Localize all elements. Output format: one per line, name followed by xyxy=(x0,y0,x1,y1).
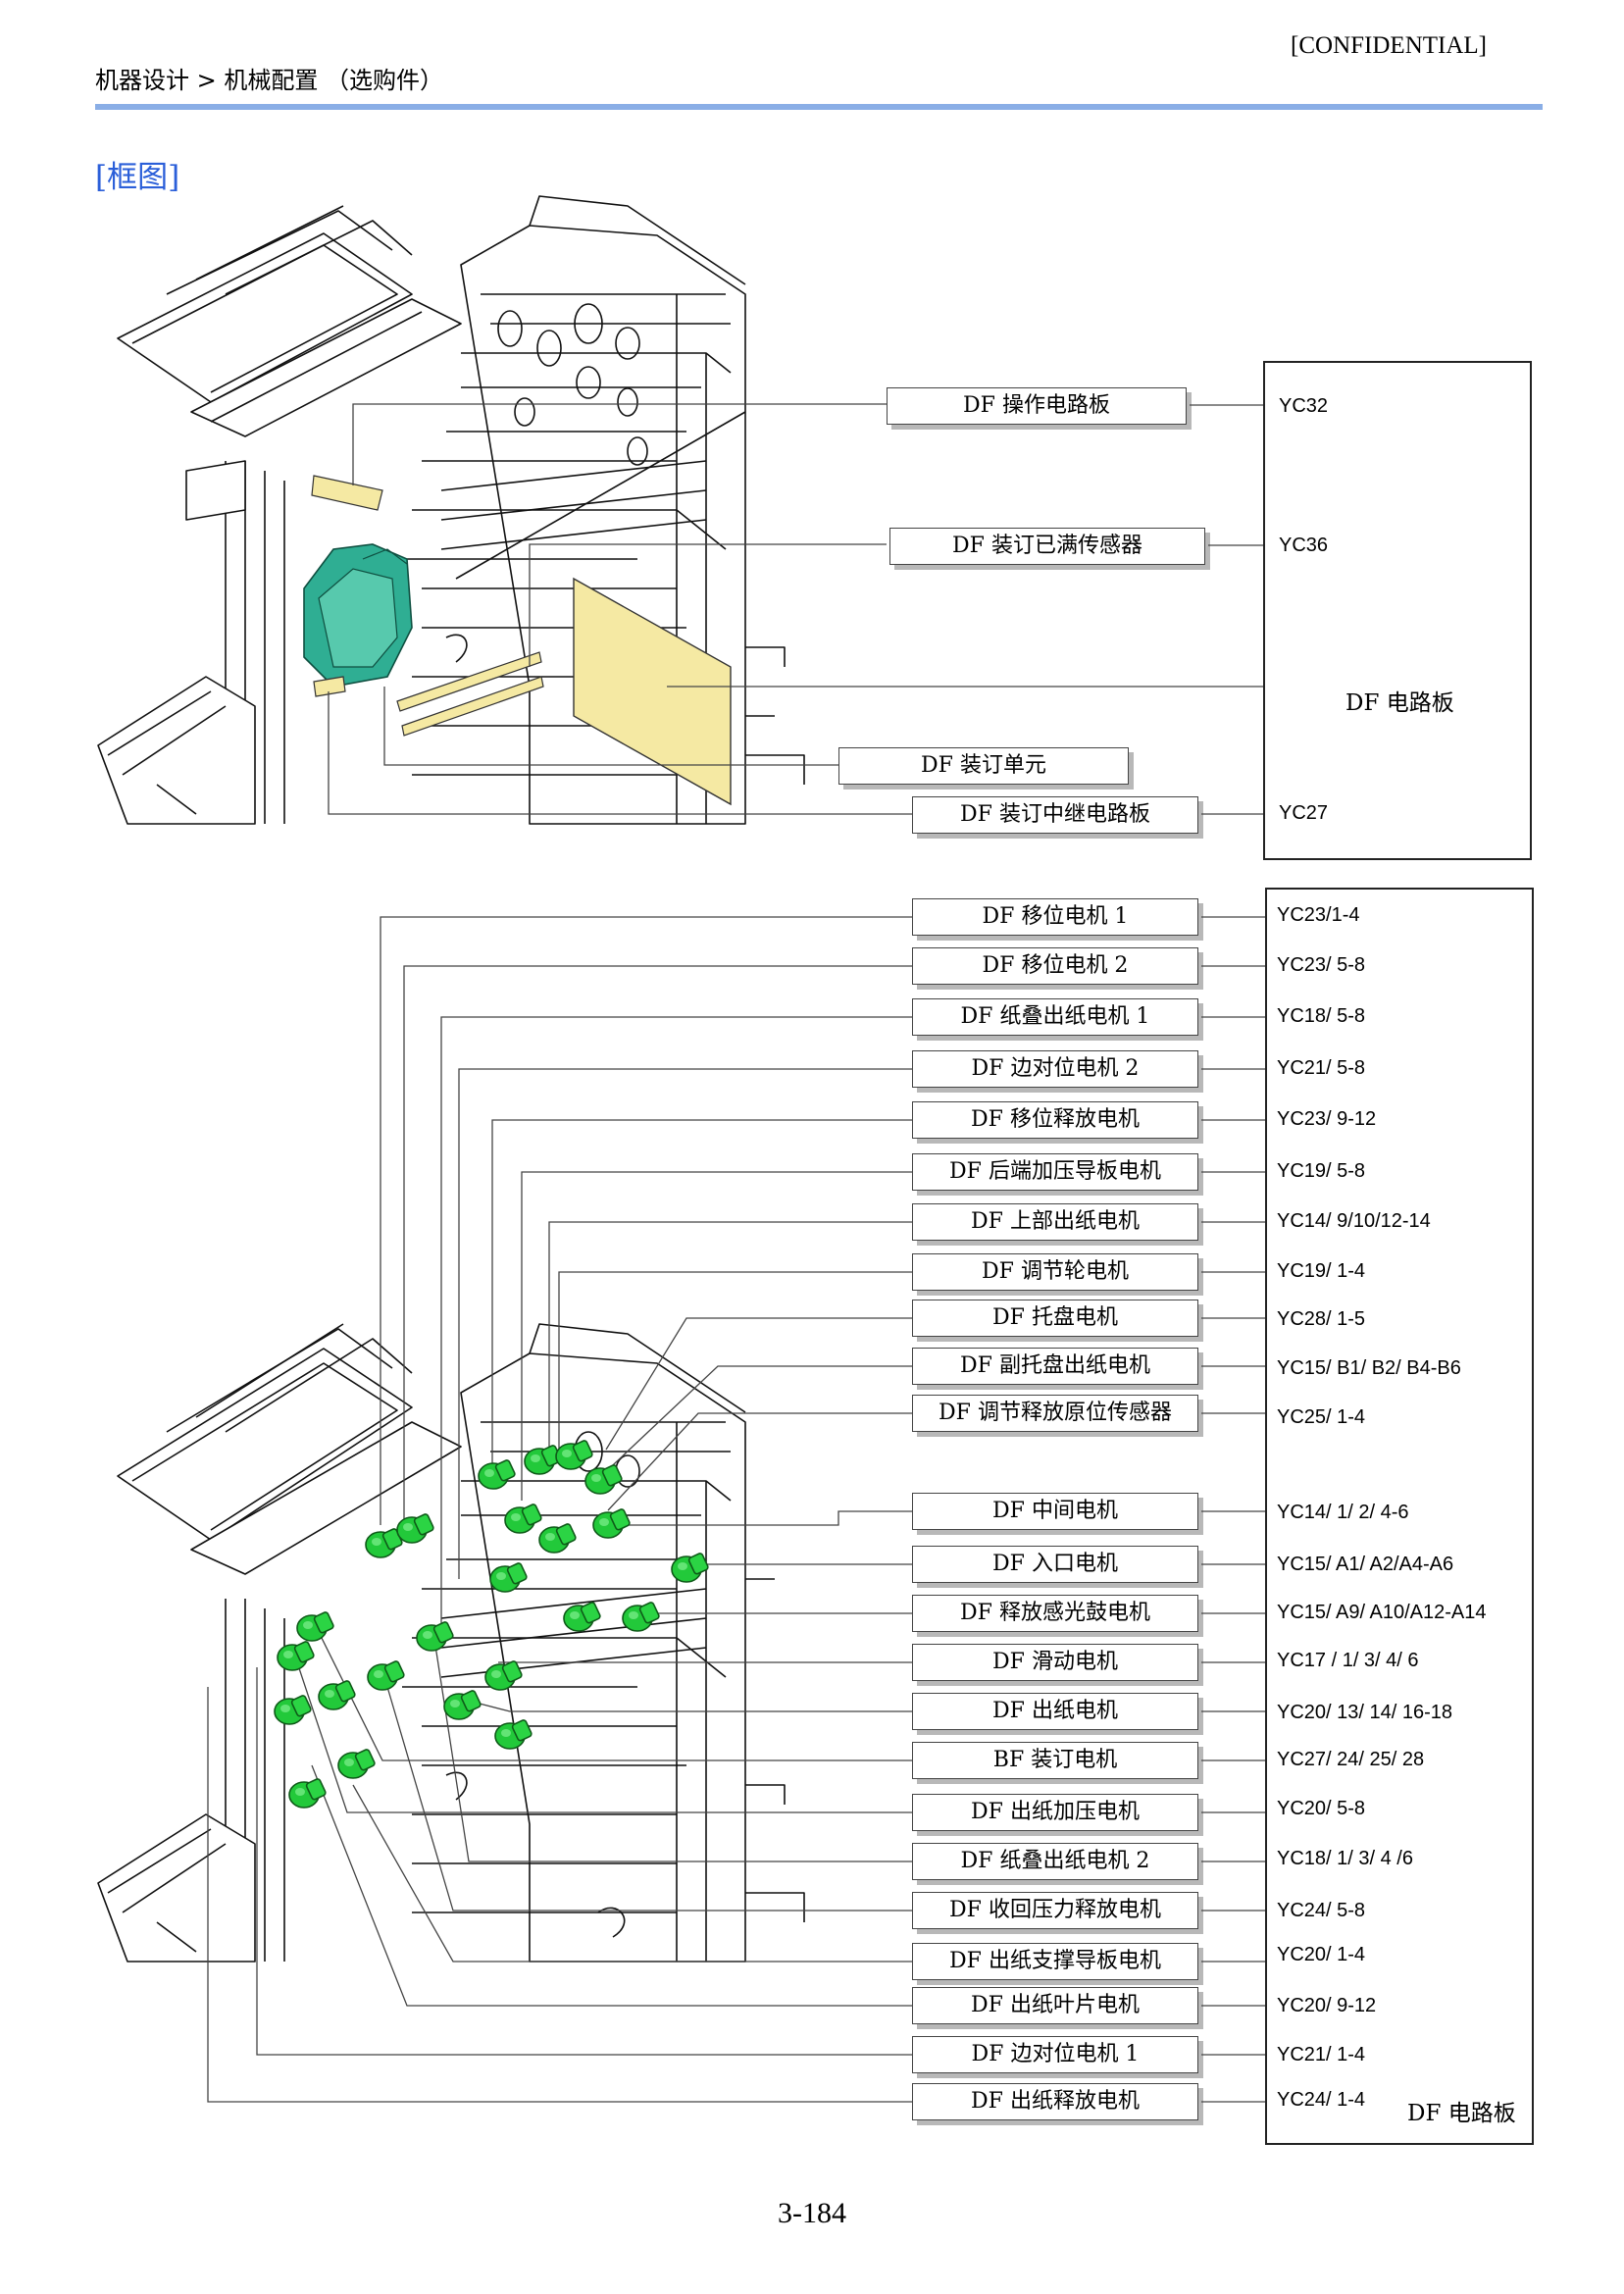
label-motor-13: DF 释放感光鼓电机 xyxy=(912,1595,1198,1632)
connector-19: YC24/ 5-8 xyxy=(1277,1900,1366,1921)
label-motor-6: DF 上部出纸电机 xyxy=(912,1203,1198,1241)
label-motor-11: DF 中间电机 xyxy=(912,1493,1198,1530)
connector-yc32: YC32 xyxy=(1279,395,1329,417)
connector-15: YC20/ 13/ 14/ 16-18 xyxy=(1277,1702,1453,1723)
connector-2: YC18/ 5-8 xyxy=(1277,1005,1366,1027)
connector-14: YC17 / 1/ 3/ 4/ 6 xyxy=(1277,1650,1419,1671)
label-motor-22: DF 边对位电机 1 xyxy=(912,2036,1198,2073)
label-df-staple-relay-pcb: DF 装订中继电路板 xyxy=(912,796,1198,834)
top-pcb-box xyxy=(1263,361,1532,860)
connector-5: YC19/ 5-8 xyxy=(1277,1160,1366,1182)
connector-0: YC23/1-4 xyxy=(1277,904,1360,926)
label-motor-19: DF 收回压力释放电机 xyxy=(912,1892,1198,1929)
connector-20: YC20/ 1-4 xyxy=(1277,1944,1366,1965)
connector-1: YC23/ 5-8 xyxy=(1277,954,1366,976)
connector-3: YC21/ 5-8 xyxy=(1277,1057,1366,1079)
label-motor-4: DF 移位释放电机 xyxy=(912,1101,1198,1139)
label-df-operation-pcb: DF 操作电路板 xyxy=(887,387,1187,425)
connector-18: YC18/ 1/ 3/ 4 /6 xyxy=(1277,1848,1413,1869)
label-motor-12: DF 入口电机 xyxy=(912,1546,1198,1583)
connector-8: YC28/ 1-5 xyxy=(1277,1308,1366,1330)
bottom-leader-lines xyxy=(207,916,912,2103)
connector-10: YC25/ 1-4 xyxy=(1277,1406,1366,1428)
label-df-staple-unit: DF 装订单元 xyxy=(838,747,1129,785)
connector-6: YC14/ 9/10/12-14 xyxy=(1277,1210,1431,1232)
label-motor-17: DF 出纸加压电机 xyxy=(912,1794,1198,1831)
operation-pcb-shape xyxy=(311,475,383,511)
label-motor-0: DF 移位电机 1 xyxy=(912,898,1198,936)
label-motor-7: DF 调节轮电机 xyxy=(912,1253,1198,1291)
section-title: [框图] xyxy=(95,160,180,195)
label-df-staple-full-sensor: DF 装订已满传感器 xyxy=(889,528,1205,565)
connector-7: YC19/ 1-4 xyxy=(1277,1260,1366,1282)
label-motor-1: DF 移位电机 2 xyxy=(912,947,1198,985)
connector-13: YC15/ A9/ A10/A12-A14 xyxy=(1277,1602,1487,1623)
connector-4: YC23/ 9-12 xyxy=(1277,1108,1377,1130)
label-motor-10: DF 调节释放原位传感器 xyxy=(912,1395,1198,1432)
bottom-pcb-box xyxy=(1265,888,1534,2145)
confidential-mark: [CONFIDENTIAL] xyxy=(1291,32,1487,59)
connector-16: YC27/ 24/ 25/ 28 xyxy=(1277,1749,1425,1770)
breadcrumb: 机器设计 > 机械配置 （选购件） xyxy=(95,67,443,94)
connector-21: YC20/ 9-12 xyxy=(1277,1995,1377,2016)
label-motor-18: DF 纸叠出纸电机 2 xyxy=(912,1843,1198,1880)
label-motor-9: DF 副托盘出纸电机 xyxy=(912,1348,1198,1385)
connector-yc27: YC27 xyxy=(1279,802,1329,824)
label-motor-5: DF 后端加压导板电机 xyxy=(912,1153,1198,1191)
label-motor-20: DF 出纸支撑导板电机 xyxy=(912,1943,1198,1980)
label-motor-15: DF 出纸电机 xyxy=(912,1693,1198,1730)
header-rule xyxy=(95,104,1543,110)
label-motor-16: BF 装订电机 xyxy=(912,1742,1198,1779)
connector-yc36: YC36 xyxy=(1279,535,1329,556)
connector-9: YC15/ B1/ B2/ B4-B6 xyxy=(1277,1357,1461,1379)
label-motor-21: DF 出纸叶片电机 xyxy=(912,1987,1198,2024)
df-main-pcb-shape xyxy=(573,577,732,806)
label-motor-14: DF 滑动电机 xyxy=(912,1644,1198,1681)
label-motor-8: DF 托盘电机 xyxy=(912,1300,1198,1337)
label-motor-23: DF 出纸释放电机 xyxy=(912,2083,1198,2120)
label-motor-3: DF 边对位电机 2 xyxy=(912,1050,1198,1088)
connector-22: YC21/ 1-4 xyxy=(1277,2044,1366,2065)
page-number: 3-184 xyxy=(778,2197,846,2229)
connector-12: YC15/ A1/ A2/A4-A6 xyxy=(1277,1554,1454,1575)
connector-11: YC14/ 1/ 2/ 4-6 xyxy=(1277,1502,1409,1523)
connector-23: YC24/ 1-4 xyxy=(1277,2089,1366,2111)
label-motor-2: DF 纸叠出纸电机 1 xyxy=(912,998,1198,1036)
bottom-pcb-label: DF 电路板 xyxy=(1407,2101,1516,2126)
top-pcb-label: DF 电路板 xyxy=(1345,690,1454,716)
top-leader-lines xyxy=(328,403,1263,815)
connector-17: YC20/ 5-8 xyxy=(1277,1798,1366,1819)
